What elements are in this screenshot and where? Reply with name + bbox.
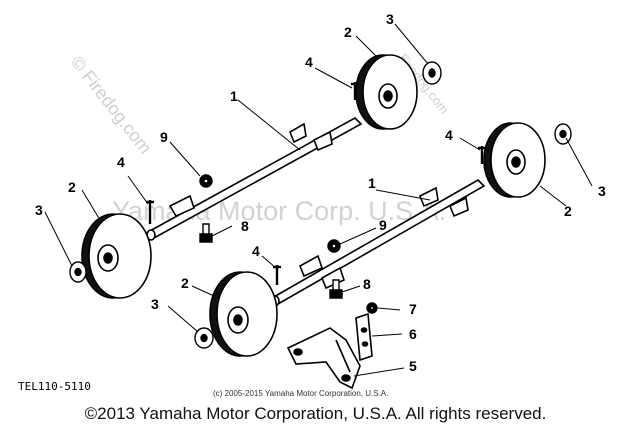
callout-4-upper: 4 — [305, 54, 313, 70]
callout-4-left: 4 — [117, 154, 125, 170]
callout-8-upper: 8 — [241, 218, 249, 234]
callout-1-upper: 1 — [230, 88, 238, 104]
callout-8-mid: 8 — [363, 276, 371, 292]
callout-3-right: 3 — [598, 183, 606, 199]
wheel-left — [81, 213, 152, 299]
callout-3-left: 3 — [35, 202, 43, 218]
callout-4-right: 4 — [445, 127, 453, 143]
bolt-8-upper — [199, 233, 213, 243]
callout-2-left: 2 — [68, 179, 76, 195]
fasteners — [199, 174, 378, 314]
leader-lines — [44, 23, 593, 377]
drawing-code: TEL110-5110 — [18, 380, 91, 393]
wheel-upper-right — [355, 54, 418, 130]
callout-9-mid: 9 — [379, 217, 387, 233]
callout-3-lower: 3 — [151, 296, 159, 312]
callout-5: 5 — [409, 358, 417, 374]
callout-2-upper: 2 — [344, 24, 352, 40]
cotter-pins — [146, 82, 486, 285]
callout-2-right: 2 — [564, 203, 572, 219]
callout-3-upper: 3 — [386, 11, 394, 27]
footer-copyright: ©2013 Yamaha Motor Corporation, U.S.A. A… — [84, 404, 547, 423]
washers — [69, 61, 572, 349]
axle-upper — [146, 117, 363, 241]
watermark-center: Yamaha Motor Corp. U.S.A. — [112, 196, 446, 226]
callout-9-upper: 9 — [160, 129, 168, 145]
bolt-8-mid — [329, 289, 343, 299]
watermark-diagonal-left: © Firedog.com — [67, 52, 156, 158]
callout-7: 7 — [409, 301, 417, 317]
bracket-6 — [355, 312, 373, 362]
bracket-assembly — [286, 312, 373, 390]
callout-1-lower: 1 — [368, 175, 376, 191]
wheel-right — [483, 122, 546, 198]
callouts: 1 1 2 2 2 2 3 3 3 3 4 4 4 4 9 9 8 8 7 6 … — [35, 11, 606, 374]
callout-4-lower: 4 — [252, 243, 260, 259]
wheel-lower — [209, 271, 278, 357]
small-copyright: (c) 2005-2015 Yamaha Motor Corporation, … — [213, 389, 388, 398]
callout-6: 6 — [409, 326, 417, 342]
callout-2-lower: 2 — [181, 275, 189, 291]
bracket-5 — [286, 327, 361, 390]
